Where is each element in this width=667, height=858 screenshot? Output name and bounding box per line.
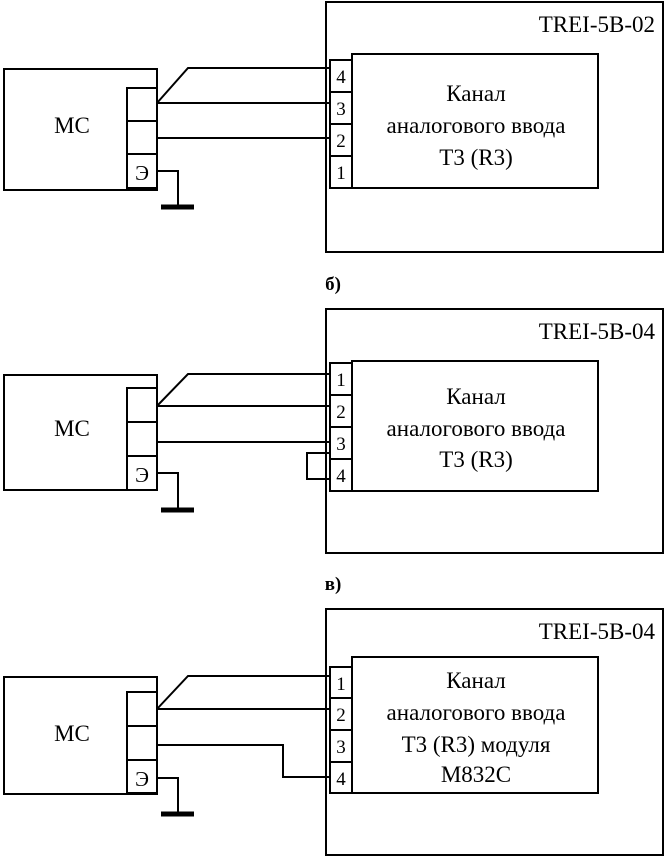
channel-line-3: T3 (R3) модуля (402, 732, 551, 757)
ground-terminal-label: Э (135, 767, 149, 791)
wires (156, 373, 330, 443)
ground-terminal-label: Э (135, 161, 149, 185)
channel-line-4: M832C (441, 762, 511, 787)
ground-symbol (157, 472, 194, 513)
pin-label: 1 (336, 674, 346, 695)
channel-line-1: Канал (446, 384, 505, 409)
caption-b: б) (325, 274, 341, 295)
mc-terminals (126, 691, 158, 794)
mc-label: МС (54, 416, 90, 441)
device-label: TREI-5B-04 (539, 319, 656, 344)
channel-line-2: аналогового ввода (387, 113, 566, 138)
device-box (325, 308, 664, 554)
ground-terminal-label: Э (135, 463, 149, 487)
caption-c: в) (325, 574, 342, 595)
pin-label: 3 (336, 99, 346, 120)
device-box (325, 1, 664, 253)
diagram-a: TREI-5B-02 Канал аналогового ввода T3 (R… (3, 1, 664, 253)
device-label: TREI-5B-04 (539, 619, 656, 644)
pin-label: 2 (336, 131, 346, 152)
pin-label: 4 (336, 769, 346, 790)
channel-line-1: Канал (446, 668, 505, 693)
pin-label: 1 (336, 370, 346, 391)
mc-terminals (126, 387, 158, 491)
channel-line-2: аналогового ввода (387, 416, 566, 441)
wires (156, 675, 330, 778)
diagram-c: TREI-5B-04 Канал аналогового ввода T3 (R… (3, 608, 664, 856)
diagram-b: TREI-5B-04 Канал аналогового ввода T3 (R… (3, 308, 664, 554)
channel-line-3: T3 (R3) (439, 145, 512, 170)
pin-label: 4 (336, 67, 346, 88)
device-label: TREI-5B-02 (539, 12, 655, 37)
ground-symbol (157, 777, 194, 817)
jumper-3-4 (306, 452, 330, 480)
pin-label: 3 (336, 434, 346, 455)
channel-line-3: T3 (R3) (439, 447, 512, 472)
pin-label: 1 (336, 163, 346, 184)
ground-symbol (157, 170, 194, 210)
wires (156, 67, 330, 139)
mc-label: МС (54, 113, 90, 138)
pin-label: 2 (336, 705, 346, 726)
channel-line-2: аналогового ввода (387, 700, 566, 725)
pin-label: 4 (336, 466, 346, 487)
device-box (325, 608, 664, 856)
pin-label: 3 (336, 737, 346, 758)
mc-label: МС (54, 721, 90, 746)
pin-label: 2 (336, 402, 346, 423)
channel-line-1: Канал (446, 81, 505, 106)
